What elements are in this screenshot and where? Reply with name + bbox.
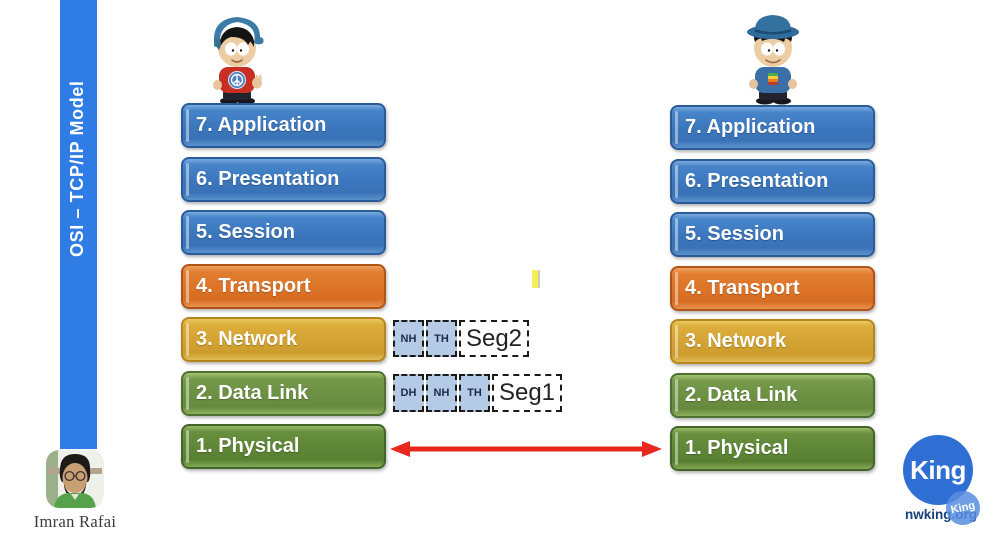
payload-label: Seg2 [465, 324, 523, 352]
osi-layer-application-left: 7. Application [181, 103, 386, 148]
osi-layer-network-left: 3. Network [181, 317, 386, 362]
segment2-payload: Seg2 [459, 320, 529, 357]
osi-stack-right: 7. Application 6. Presentation 5. Sessio… [670, 105, 875, 471]
layer-label: 1. Physical [685, 437, 789, 459]
header-label: NH [433, 387, 450, 399]
layer-label: 7. Application [685, 116, 816, 138]
header-label: DH [400, 387, 417, 399]
osi-layer-physical-right: 1. Physical [670, 426, 875, 471]
osi-layer-presentation-left: 6. Presentation [181, 156, 386, 202]
osi-layer-datalink-left: 2. Data Link [181, 370, 386, 416]
transport-header-cell: TH [426, 320, 457, 357]
osi-layer-physical-left: 1. Physical [181, 424, 386, 469]
highlight-marker [532, 270, 540, 288]
osi-layer-application-right: 7. Application [670, 105, 875, 150]
header-label: NH [400, 332, 417, 345]
header-label: TH [434, 332, 449, 345]
network-header-cell: NH [426, 374, 457, 412]
apple-logo-icon [768, 73, 778, 85]
osi-stack-left: 7. Application 6. Presentation 5. Sessio… [181, 103, 386, 469]
layer-label: 4. Transport [196, 274, 311, 297]
layer-label: 6. Presentation [196, 167, 340, 190]
presenter-block: Imran Rafai [19, 450, 131, 532]
layer-label: 2. Data Link [196, 381, 309, 404]
king-logo-circle: King [903, 435, 973, 505]
layer-label: 4. Transport [685, 276, 800, 299]
osi-layer-datalink-right: 2. Data Link [670, 372, 875, 418]
osi-layer-transport-right: 4. Transport [670, 265, 875, 311]
network-header-cell: NH [393, 320, 424, 357]
banner-title: OSI – TCP/IP Model [67, 80, 87, 257]
osi-layer-session-left: 5. Session [181, 210, 386, 255]
datalink-header-cell: DH [393, 374, 424, 412]
segment1-payload: Seg1 [492, 374, 562, 412]
physical-link-arrow-icon [390, 441, 662, 457]
side-banner: OSI – TCP/IP Model [60, 0, 97, 449]
receiver-character-icon [747, 15, 799, 105]
layer-label: 2. Data Link [685, 383, 798, 406]
osi-layer-session-right: 5. Session [670, 212, 875, 257]
network-pdu: NH TH Seg2 [393, 320, 529, 357]
osi-layer-network-right: 3. Network [670, 319, 875, 364]
layer-label: 5. Session [685, 223, 784, 245]
header-label: TH [467, 387, 482, 399]
osi-layer-transport-left: 4. Transport [181, 263, 386, 309]
presenter-name: Imran Rafai [33, 512, 117, 531]
datalink-pdu: DH NH TH Seg1 [393, 374, 562, 412]
layer-label: 1. Physical [196, 435, 300, 457]
layer-label: 3. Network [196, 328, 298, 350]
layer-label: 6. Presentation [685, 169, 829, 192]
layer-label: 5. Session [196, 221, 295, 243]
nwking-logo: King nwking.org King [901, 433, 991, 533]
layer-label: 7. Application [196, 114, 327, 136]
presenter-photo [46, 450, 104, 508]
osi-layer-presentation-right: 6. Presentation [670, 158, 875, 204]
transport-header-cell: TH [459, 374, 490, 412]
sender-character-icon [213, 17, 264, 105]
payload-label: Seg1 [498, 379, 556, 406]
layer-label: 3. Network [685, 330, 787, 352]
